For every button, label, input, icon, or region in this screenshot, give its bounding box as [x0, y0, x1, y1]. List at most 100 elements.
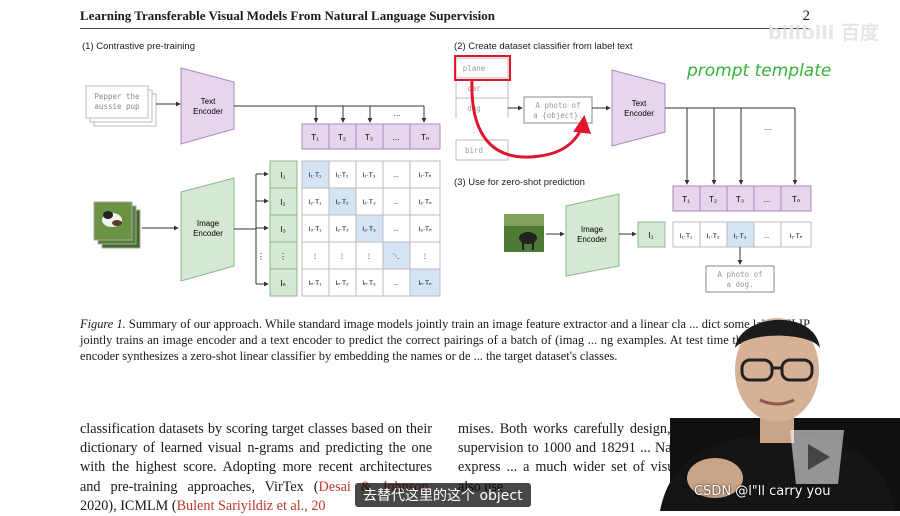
matrix-cell: ⋮ [339, 253, 346, 260]
zs-text-token-row: T₁ T₂ T₃ ... Tₙ [673, 186, 811, 211]
citation-link[interactable]: Bulent Sariyildiz et al., 20 [177, 498, 326, 514]
running-header: Learning Transferable Visual Models From… [80, 8, 810, 24]
zs-image-token: I₁ [638, 222, 665, 247]
text-arrows-ellipsis: ... [394, 109, 401, 118]
image-token: I₃ [280, 225, 285, 234]
header-rule [80, 28, 810, 29]
image-token: I₁ [281, 171, 286, 180]
similarity-matrix: I₁·T₁ I₁·T₂ I₁·T₃ ... I₁·Tₙ I₂·T₁ I₂·T₂ … [302, 161, 440, 296]
matrix-cell: ... [393, 280, 399, 287]
matrix-cell: I₁·T₂ [336, 172, 349, 179]
svg-text:Image: Image [581, 225, 604, 234]
text-input-line1: Pepper the [94, 92, 140, 101]
zs-result-row: I₁·T₁ I₁·T₂ I₁·T₃ ... I₁·Tₙ [673, 222, 811, 247]
panel3-title: (3) Use for zero-shot prediction [454, 177, 585, 188]
matrix-cell: I₃·T₁ [309, 226, 323, 233]
zs-output-box: A photo of a dog. [706, 266, 774, 292]
text-token: T₁ [682, 195, 690, 204]
matrix-cell: Iₙ·Tₙ [418, 280, 432, 287]
text-encoder-1: Text Encoder [181, 68, 234, 144]
zs-arrows-ellipsis: ... [765, 123, 772, 132]
presenter-video [640, 308, 900, 511]
text-encoder-2: Text Encoder [612, 70, 665, 146]
text-token: T₂ [338, 133, 346, 142]
text-token: ... [764, 195, 771, 204]
matrix-cell: ... [393, 199, 399, 206]
label-item: bird [465, 146, 483, 155]
image-token: I₂ [280, 198, 285, 207]
svg-text:a dog.: a dog. [726, 280, 753, 289]
image-token-column: I₁ I₂ I₃ ⋮ Iₙ [270, 161, 297, 296]
handwritten-note: prompt template [686, 61, 831, 81]
matrix-cell: ⋮ [366, 253, 373, 260]
play-icon[interactable] [780, 420, 854, 494]
matrix-cell: I₂·T₂ [335, 199, 349, 206]
matrix-cell: I₂·T₃ [362, 199, 376, 206]
matrix-cell: ⋮ [422, 253, 429, 260]
image-token: Iₙ [280, 279, 285, 288]
zs-cell: I₁·T₃ [734, 233, 747, 240]
matrix-cell: I₁·T₁ [309, 172, 322, 179]
svg-text:Encoder: Encoder [577, 235, 607, 244]
svg-text:Image: Image [197, 219, 220, 228]
matrix-cell: I₁·T₃ [363, 172, 376, 179]
label-item: ⋮ [470, 125, 478, 134]
svg-text:I₁: I₁ [649, 231, 654, 240]
svg-text:Encoder: Encoder [193, 229, 223, 238]
zs-cell: ... [764, 233, 770, 240]
label-item: car [467, 84, 481, 93]
zs-cell: I₁·T₂ [707, 233, 720, 240]
image-input-stack [94, 202, 140, 248]
text-token-arrows [316, 106, 424, 122]
caption-label: Figure 1. [80, 317, 126, 331]
text-token: T₃ [365, 133, 373, 142]
matrix-cell: I₃·Tₙ [418, 226, 432, 233]
image-token: ⋮ [279, 252, 287, 261]
panel2-title: (2) Create dataset classifier from label… [454, 41, 633, 52]
zs-cell: I₁·T₁ [680, 233, 693, 240]
video-subtitle: 去替代这里的这个 object [355, 483, 531, 507]
matrix-cell: ⋱ [393, 253, 400, 260]
matrix-cell: Iₙ·T₂ [335, 280, 349, 287]
zs-text-arrows [687, 108, 795, 184]
matrix-cell: ... [393, 172, 399, 179]
zs-cell: I₁·Tₙ [790, 233, 803, 240]
image-encoder-2: Image Encoder [566, 194, 619, 276]
matrix-cell: I₁·Tₙ [419, 172, 432, 179]
text-token: Tₙ [421, 133, 429, 142]
svg-text:A photo of: A photo of [717, 270, 762, 279]
image-encoder-1: Image Encoder [181, 178, 234, 281]
text-token: ... [393, 133, 400, 142]
text-input-stack: Pepper the aussie pup [86, 86, 156, 126]
clip-figure: (1) Contrastive pre-training (2) Create … [70, 34, 870, 306]
matrix-cell: I₂·Tₙ [418, 199, 432, 206]
matrix-cell: I₂·T₁ [309, 199, 323, 206]
matrix-cell: Iₙ·T₁ [309, 280, 323, 287]
text-token: Tₙ [792, 195, 800, 204]
text-input-line2: aussie pup [94, 102, 140, 111]
svg-text:a {object}.: a {object}. [533, 111, 583, 120]
zs-dog-photo [504, 214, 544, 252]
prompt-template-box: A photo of a {object}. [524, 97, 592, 123]
text-token: T₂ [709, 195, 717, 204]
header-title: Learning Transferable Visual Models From… [80, 8, 495, 23]
text-token: T₃ [736, 195, 744, 204]
svg-text:A photo of: A photo of [535, 101, 580, 110]
svg-text:Encoder: Encoder [624, 109, 654, 118]
label-item: plane [463, 64, 486, 73]
panel1-title: (1) Contrastive pre-training [82, 41, 195, 52]
svg-text:Text: Text [632, 99, 647, 108]
matrix-cell: ⋮ [312, 253, 319, 260]
matrix-cell: ... [393, 226, 399, 233]
matrix-cell: Iₙ·T₃ [362, 280, 376, 287]
matrix-cell: I₃·T₃ [362, 226, 376, 233]
text-token: T₁ [311, 133, 319, 142]
svg-text:Text: Text [201, 97, 216, 106]
image-token-arrows [256, 174, 268, 284]
label-list: plane car dog ⋮ bird [456, 58, 508, 160]
csdn-watermark: CSDN @l"ll carry you [694, 484, 830, 499]
image-arrows-ellipsis: ⋮ [257, 252, 265, 261]
svg-text:Encoder: Encoder [193, 107, 223, 116]
text-token-row: T₁ T₂ T₃ ... Tₙ [302, 124, 440, 149]
matrix-cell: I₃·T₂ [335, 226, 349, 233]
